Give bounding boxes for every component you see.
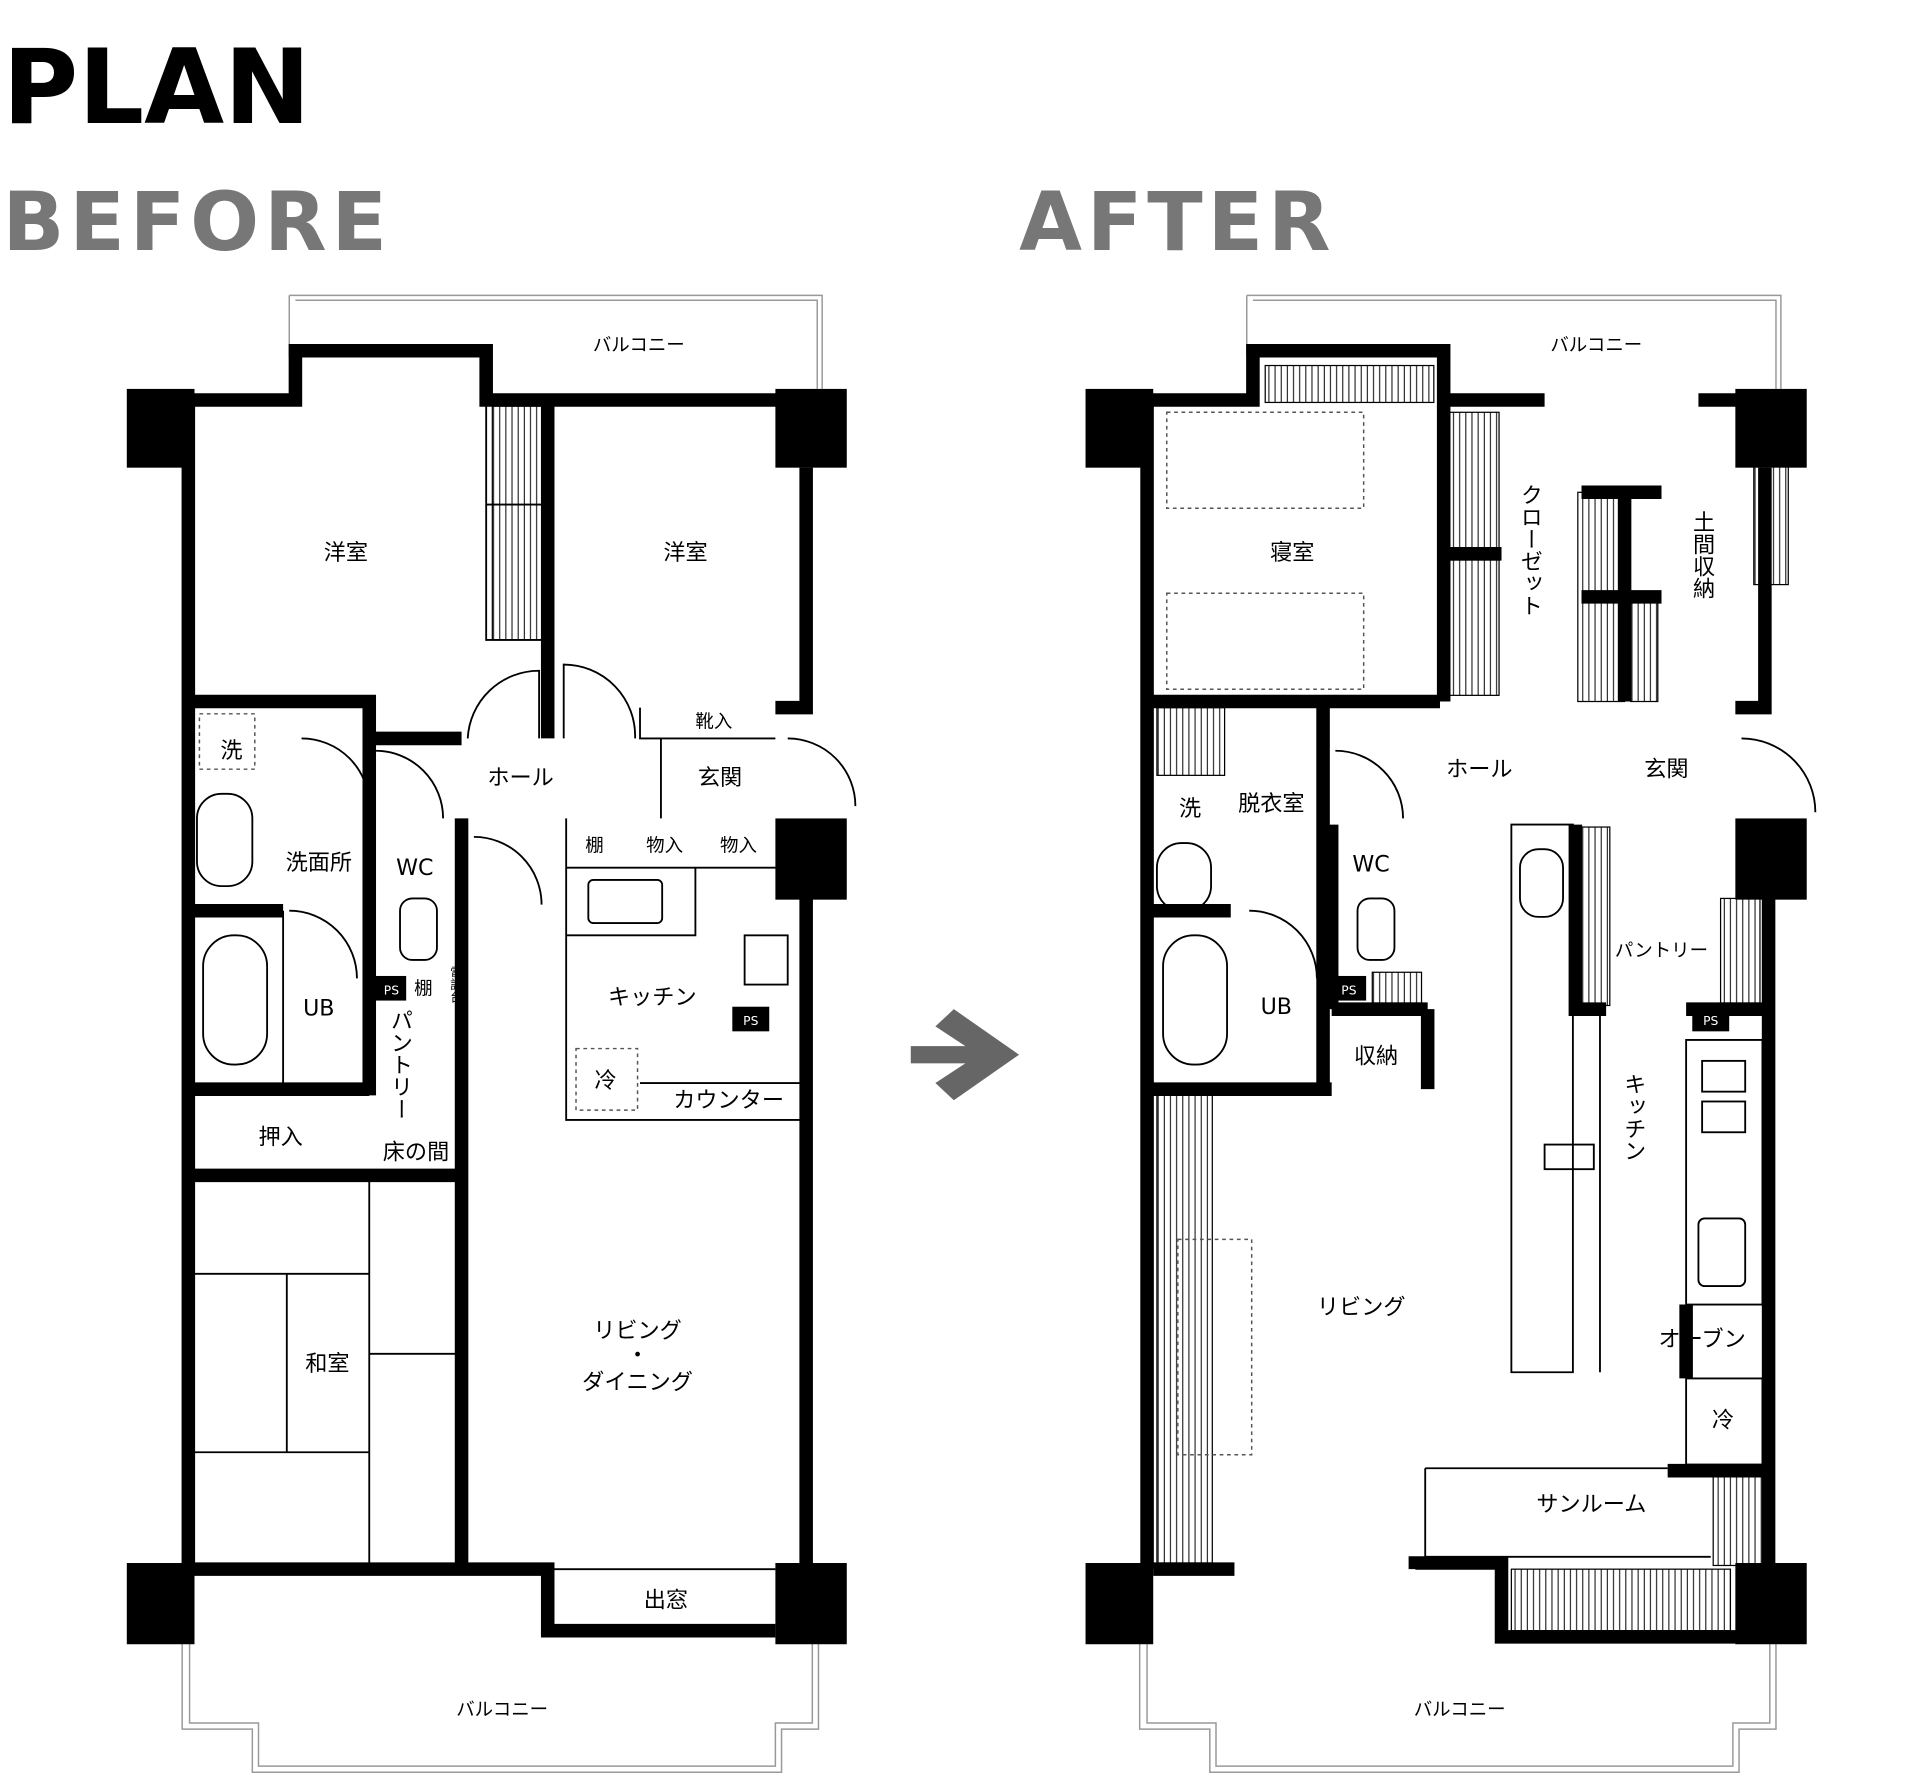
room-label: 洗面所 bbox=[286, 850, 352, 876]
room-label: バルコニー bbox=[456, 1700, 548, 1721]
room-label: WC bbox=[1352, 851, 1389, 877]
room-label: 脱衣室 bbox=[1238, 791, 1304, 817]
after-plan: バルコニー 寝室 クローゼット 土間収納 洗 脱衣室 ホール 玄関 WC パント… bbox=[1085, 294, 1817, 1773]
room-label: 寝室 bbox=[1270, 540, 1314, 566]
room-label: 出窓 bbox=[644, 1587, 688, 1613]
room-label: 冷 bbox=[594, 1068, 616, 1094]
room-label: 冷 bbox=[1712, 1408, 1734, 1434]
room-label: キッチン bbox=[608, 984, 697, 1010]
room-label: バルコニー bbox=[1550, 335, 1642, 356]
room-label: ・ bbox=[626, 1342, 648, 1368]
room-label: パントリー bbox=[387, 1009, 413, 1120]
room-label: ホール bbox=[1446, 757, 1512, 783]
room-label: 物入 bbox=[720, 836, 757, 857]
room-label: WC bbox=[396, 855, 433, 881]
room-label: ダイニング bbox=[582, 1369, 693, 1395]
room-label: リビング bbox=[593, 1318, 682, 1344]
room-label: 棚 bbox=[585, 836, 603, 857]
room-label: バルコニー bbox=[1414, 1700, 1506, 1721]
room-label: 洋室 bbox=[324, 540, 368, 566]
room-label: 土間収納 bbox=[1689, 511, 1715, 600]
room-label: オーブン bbox=[1659, 1326, 1746, 1352]
after-heading: AFTER bbox=[1019, 176, 1335, 270]
room-label: PS bbox=[1703, 1014, 1718, 1028]
room-label: PS bbox=[1341, 983, 1356, 997]
page-title: PLAN bbox=[3, 28, 311, 148]
before-plan: 洋室 洋室 バルコニー 洗 洗面所 ホール 靴入 玄関 WC 棚 物入 物入 U… bbox=[126, 294, 857, 1773]
room-label: PS bbox=[743, 1014, 758, 1028]
room-label: 洋室 bbox=[663, 540, 707, 566]
room-label: 棚 bbox=[414, 978, 432, 999]
right-arrow-icon bbox=[910, 1009, 1020, 1101]
room-label: PS bbox=[384, 983, 399, 997]
room-label: バルコニー bbox=[593, 335, 685, 356]
room-label: サンルーム bbox=[1536, 1491, 1646, 1517]
room-label: 床の間 bbox=[383, 1139, 449, 1165]
room-label: 洗 bbox=[1179, 796, 1201, 822]
room-label: UB bbox=[303, 995, 334, 1021]
room-label: クローゼット bbox=[1517, 484, 1543, 617]
room-label: 玄関 bbox=[698, 765, 742, 791]
room-label: 和室 bbox=[305, 1351, 349, 1377]
room-label: リビング bbox=[1317, 1294, 1406, 1320]
room-label: 収納 bbox=[1354, 1043, 1398, 1069]
room-label: 電話台 bbox=[448, 966, 462, 1003]
room-label: カウンター bbox=[673, 1088, 784, 1114]
room-label: パントリー bbox=[1615, 940, 1708, 961]
room-label: 物入 bbox=[646, 836, 683, 857]
room-label: UB bbox=[1261, 994, 1292, 1020]
room-label: 押入 bbox=[258, 1125, 302, 1151]
room-label: 靴入 bbox=[695, 711, 732, 732]
room-label: 洗 bbox=[220, 738, 242, 764]
before-heading: BEFORE bbox=[3, 176, 392, 270]
room-label: ホール bbox=[487, 765, 553, 791]
room-label: キッチン bbox=[1620, 1073, 1646, 1162]
room-label: 玄関 bbox=[1644, 757, 1688, 783]
